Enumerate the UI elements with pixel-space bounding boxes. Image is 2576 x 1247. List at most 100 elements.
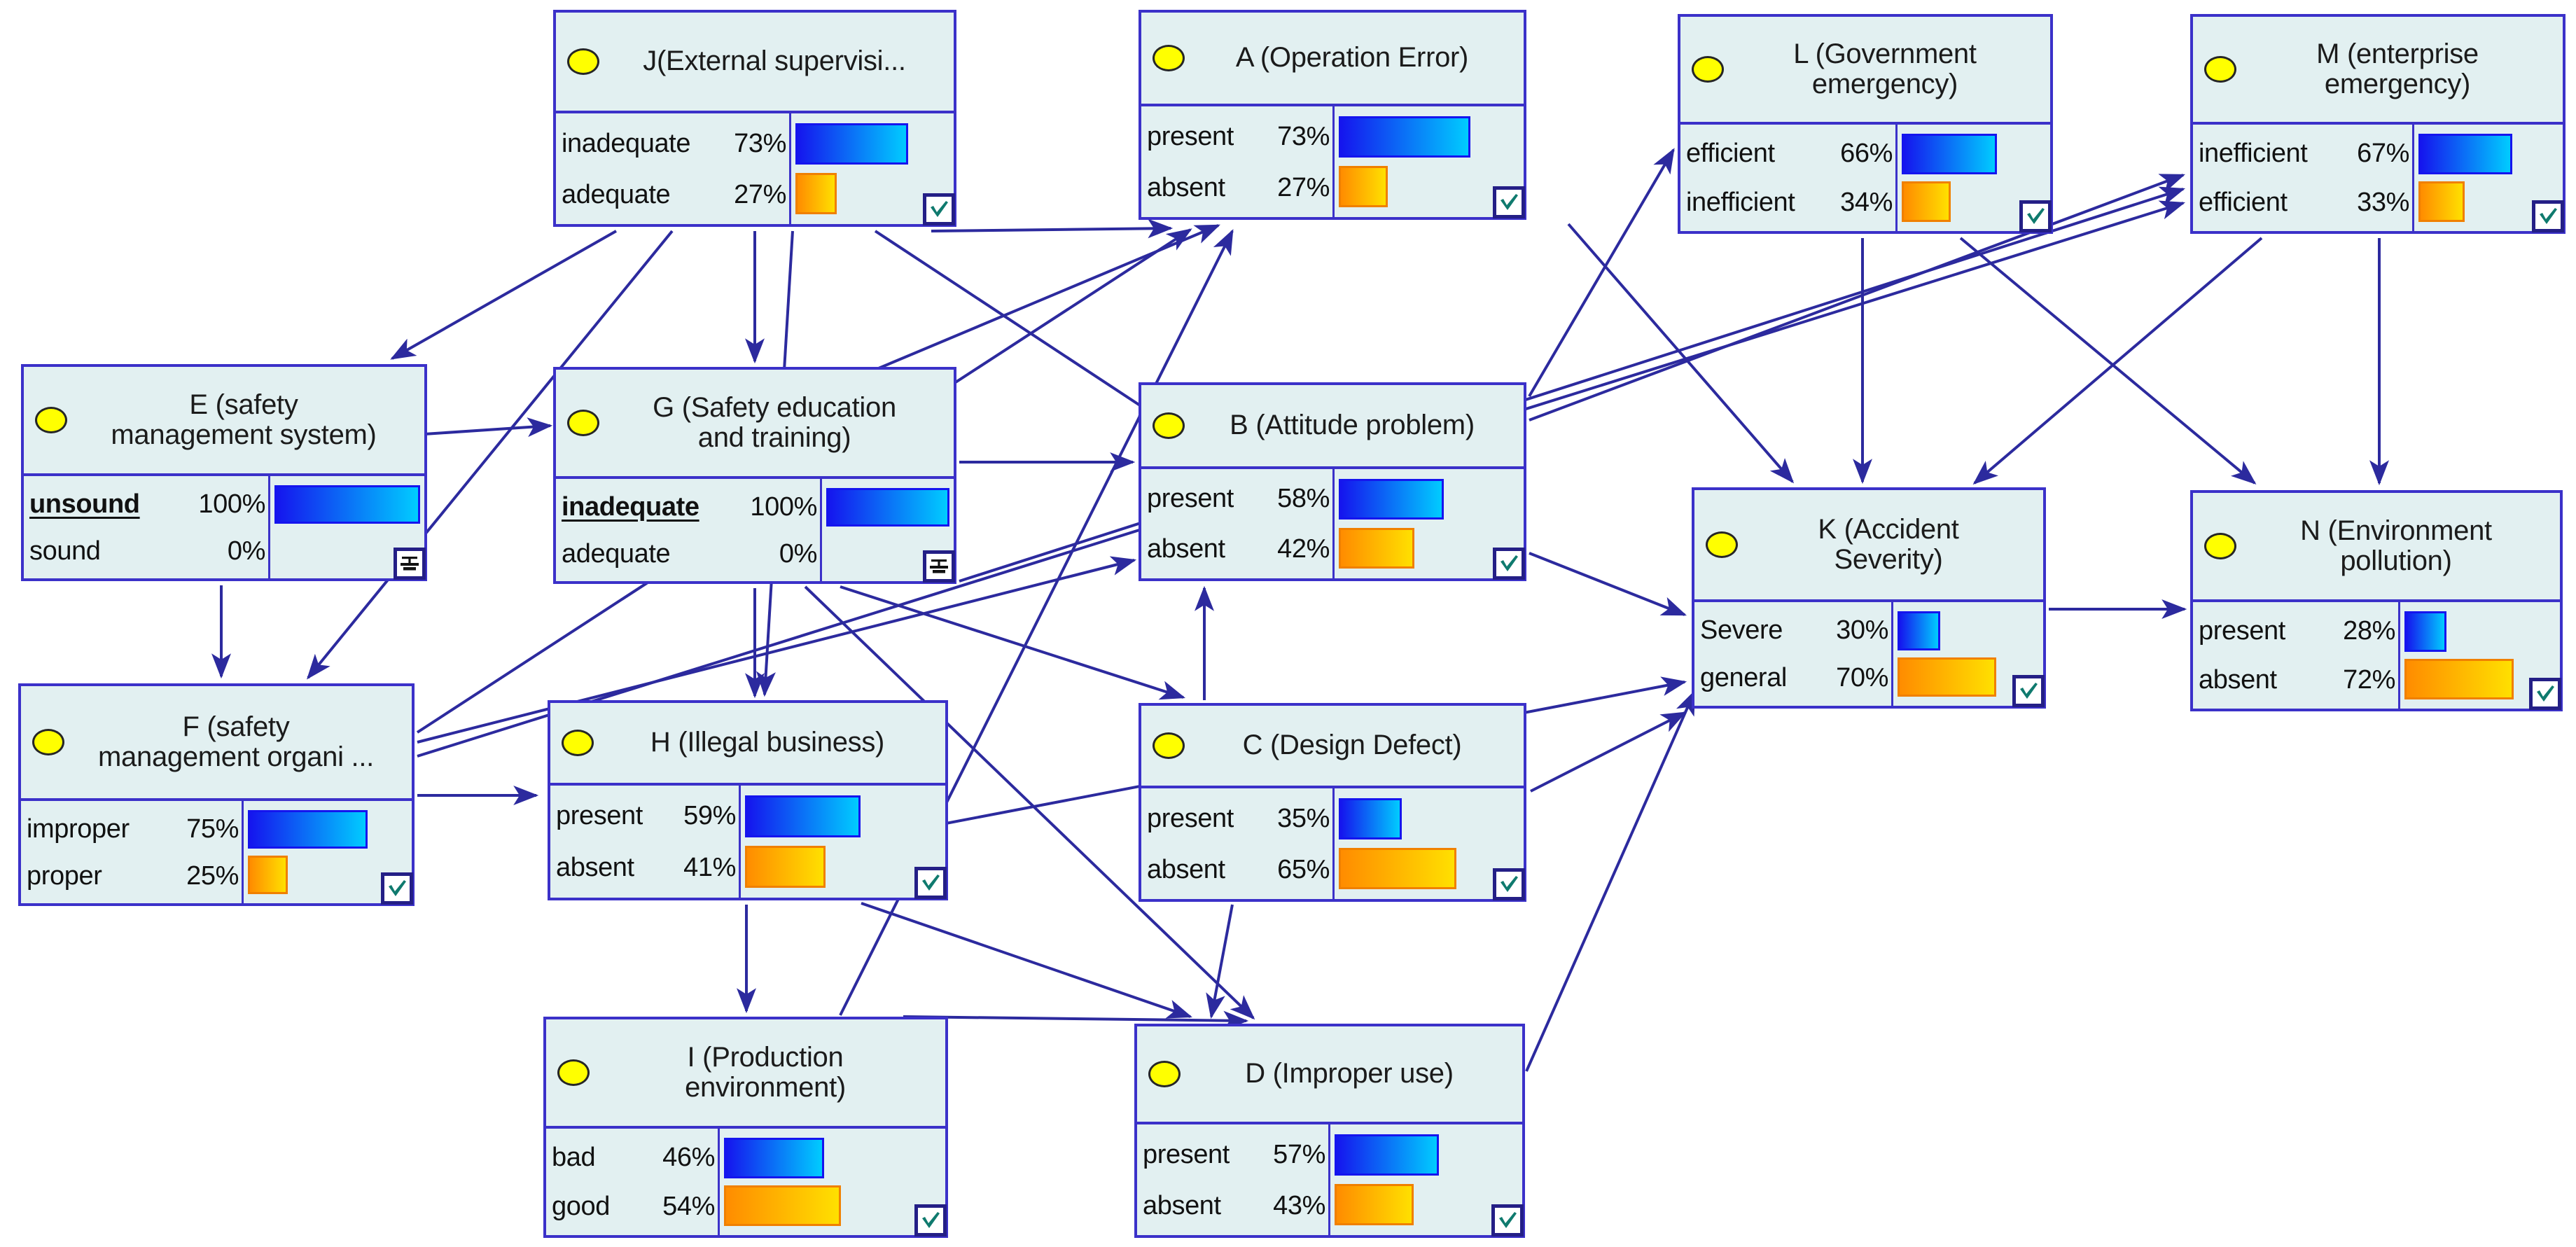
checkmark-icon[interactable]: [914, 1204, 947, 1236]
edge-C-to-K[interactable]: [1530, 711, 1687, 793]
edge-J-to-E[interactable]: [390, 230, 617, 360]
checkmark-icon[interactable]: [1493, 868, 1525, 900]
probability-bar-B-absent: [1339, 527, 1415, 569]
edge-B-to-K[interactable]: [1529, 552, 1687, 616]
edge-E-to-G[interactable]: [424, 417, 553, 438]
edge-M-to-K[interactable]: [1972, 237, 2263, 485]
edge-B-to-M[interactable]: [1529, 174, 2185, 422]
state-bar-column-C: [1335, 788, 1524, 899]
state-bar-column-E: [270, 476, 424, 578]
checkmark-icon[interactable]: [2532, 200, 2564, 232]
node-header-F: F (safety management organi ...: [21, 686, 412, 798]
edge-J-to-A[interactable]: [931, 218, 1174, 239]
edge-A-to-K[interactable]: [1567, 223, 1795, 484]
edge-L-to-N[interactable]: [1959, 237, 2257, 485]
bar-slot: [1339, 165, 1519, 208]
edge-I-to-D[interactable]: [903, 1010, 1249, 1031]
checkmark-icon[interactable]: [1491, 1204, 1524, 1236]
state-bar-column-G: [822, 479, 954, 581]
edge-C-to-D[interactable]: [1206, 904, 1234, 1019]
checkmark-icon[interactable]: [2012, 675, 2045, 707]
node-header-J: J(External supervisi...: [556, 13, 954, 111]
state-bar-column-I: [720, 1129, 945, 1235]
probability-bar-D-present: [1335, 1134, 1440, 1176]
evidence-clamp-icon[interactable]: [394, 548, 426, 580]
edge-J-to-F[interactable]: [306, 230, 674, 680]
state-name: unsound: [29, 489, 140, 519]
state-name: general: [1700, 663, 1787, 692]
state-name: inefficient: [1686, 188, 1795, 217]
edge-B-to-L[interactable]: [1528, 148, 1675, 398]
state-bar-column-F: [244, 801, 412, 903]
state-percent: 0%: [779, 538, 818, 569]
node-G[interactable]: G (Safety education and training)inadequ…: [553, 367, 956, 584]
edge-G-to-D[interactable]: [804, 585, 1255, 1020]
bar-slot: [1339, 797, 1519, 840]
bar-slot: [1339, 847, 1519, 890]
checkmark-icon[interactable]: [1493, 548, 1525, 580]
probability-bar-L-efficient: [1902, 134, 1997, 174]
bar-slot: [724, 1138, 941, 1178]
checkmark-icon[interactable]: [1493, 186, 1525, 218]
edge-H-to-D[interactable]: [861, 902, 1193, 1019]
checkmark-icon[interactable]: [2529, 678, 2561, 710]
evidence-clamp-icon[interactable]: [923, 550, 955, 583]
state-percent: 72%: [2343, 665, 2395, 695]
edge-J-to-B[interactable]: [874, 230, 1164, 422]
checkmark-icon[interactable]: [923, 193, 955, 225]
edge-D-to-K[interactable]: [1525, 690, 1696, 1072]
edge-G-to-C[interactable]: [840, 585, 1186, 700]
checkmark-icon[interactable]: [381, 872, 413, 905]
state-percent: 43%: [1273, 1190, 1325, 1220]
edge-F-to-B[interactable]: [417, 556, 1137, 744]
node-title-K: K (Accident Severity): [1818, 513, 1959, 575]
node-header-N: N (Environment pollution): [2193, 493, 2560, 599]
edge-G-to-A[interactable]: [875, 224, 1220, 371]
checkmark-icon[interactable]: [914, 867, 947, 899]
checkmark-icon[interactable]: [2019, 200, 2052, 232]
